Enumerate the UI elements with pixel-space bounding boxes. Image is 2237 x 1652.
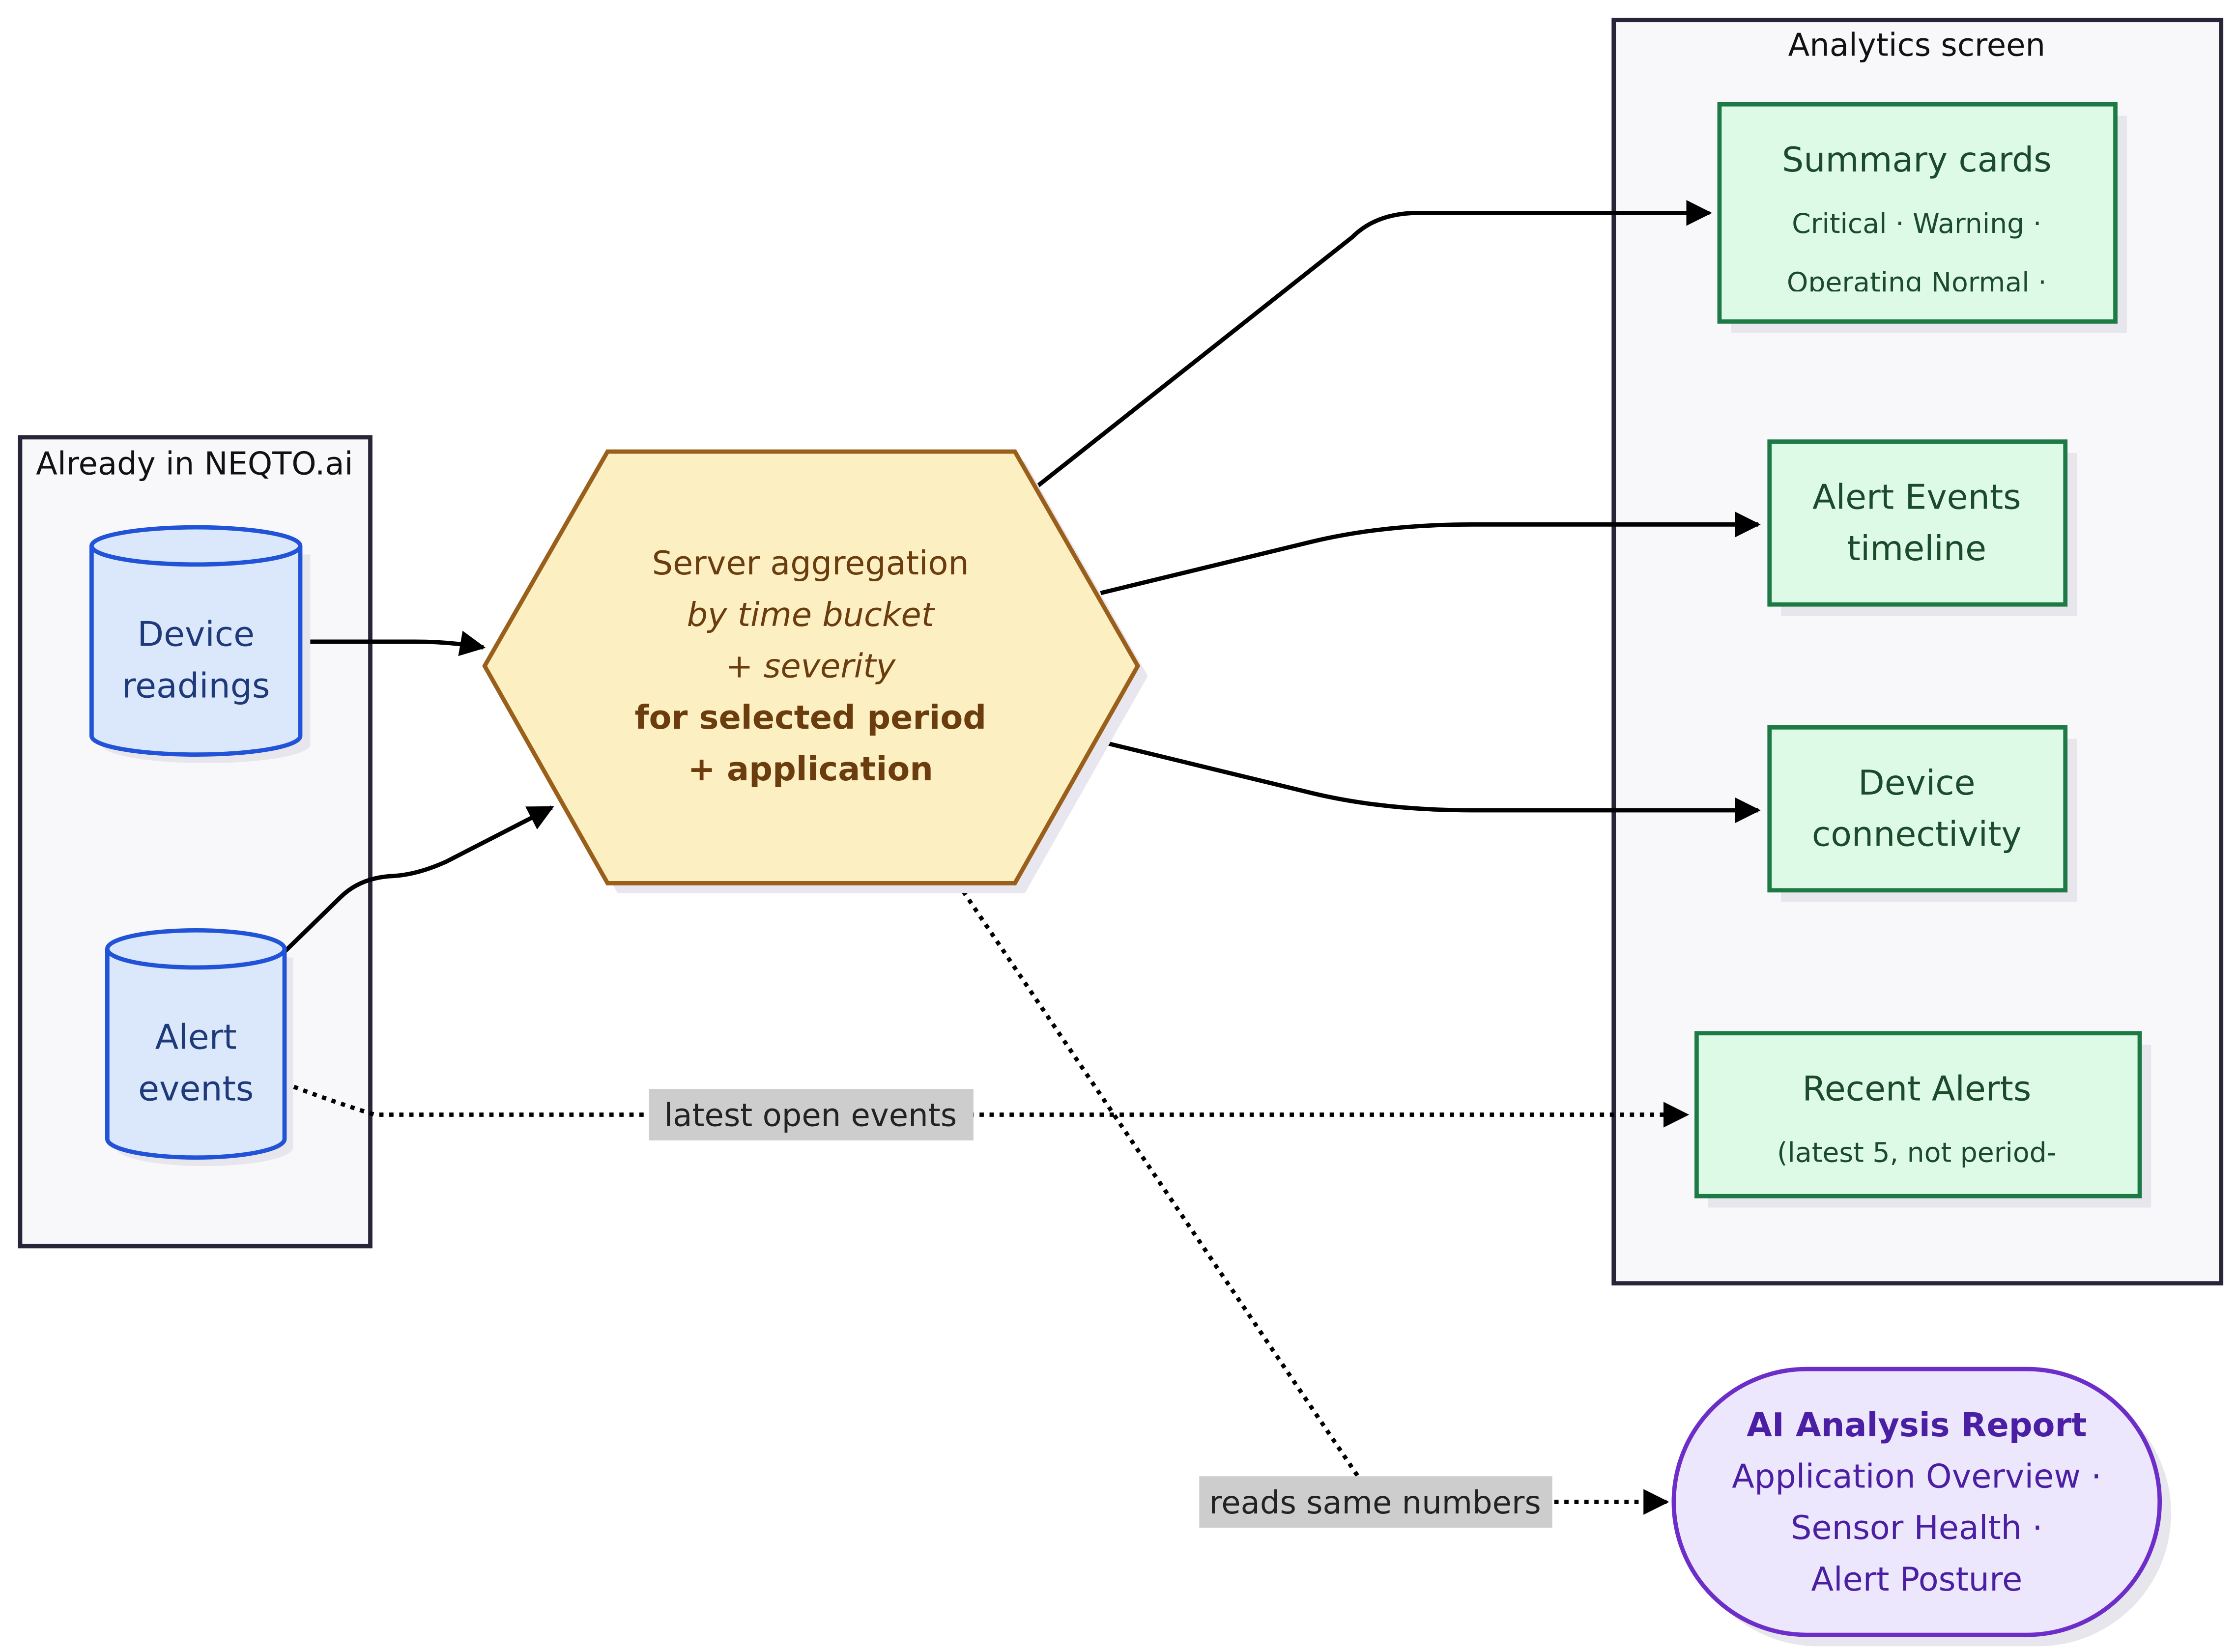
node-alert-events-timeline: Alert Events timeline: [1767, 439, 2077, 616]
ai-report-line3: Sensor Health ·: [1791, 1509, 2043, 1547]
device-readings-line1: Device: [137, 615, 255, 655]
alert-timeline-line2: timeline: [1847, 529, 1986, 569]
edge-aggregation-to-summary: [1036, 200, 1712, 488]
aggregation-line2: by time bucket: [687, 596, 936, 634]
edge-label-reads-same-numbers: reads same numbers: [1199, 1476, 1552, 1528]
node-device-readings: Device readings: [89, 525, 311, 764]
node-ai-analysis-report: AI Analysis Report Application Overview …: [1671, 1367, 2171, 1647]
edge-readings-to-aggregation: [301, 630, 486, 656]
edge-alerts-to-recent: [284, 1081, 1690, 1128]
ai-report-line2: Application Overview ·: [1732, 1457, 2101, 1496]
edge-aggregation-to-ai-report: [956, 882, 1669, 1515]
aggregation-line3: + severity: [725, 647, 896, 685]
summary-cards-line3: Operating Normal ·: [1787, 267, 2047, 298]
summary-cards-title: Summary cards: [1782, 140, 2052, 180]
alert-timeline-line1: Alert Events: [1812, 477, 2021, 517]
device-connectivity-line1: Device: [1858, 763, 1976, 803]
group-label-screen: Analytics screen: [1788, 27, 2045, 63]
aggregation-line1: Server aggregation: [652, 544, 969, 582]
node-device-connectivity: Device connectivity: [1767, 725, 2077, 902]
device-readings-line2: readings: [122, 666, 270, 706]
ai-report-title: AI Analysis Report: [1747, 1406, 2087, 1444]
ai-report-line4: Alert Posture: [1811, 1560, 2022, 1598]
recent-alerts-line2: (latest 5, not period-: [1777, 1137, 2057, 1168]
device-connectivity-line2: connectivity: [1812, 815, 2022, 854]
aggregation-line5: + application: [688, 750, 933, 788]
group-label-source: Already in NEQTO.ai: [36, 446, 353, 483]
node-alert-events: Alert events: [105, 928, 293, 1167]
alert-events-line1: Alert: [155, 1018, 237, 1057]
edge-alerts-to-aggregation: [283, 805, 554, 954]
alert-events-line2: events: [138, 1069, 254, 1109]
edge-label-latest-open-text: latest open events: [664, 1098, 957, 1134]
edge-label-reads-same-text: reads same numbers: [1209, 1485, 1541, 1521]
recent-alerts-title: Recent Alerts: [1802, 1069, 2031, 1109]
node-server-aggregation: Server aggregation by time bucket + seve…: [482, 449, 1148, 893]
edge-label-latest-open-events: latest open events: [649, 1089, 974, 1140]
aggregation-line4: for selected period: [634, 698, 986, 737]
node-summary-cards: Summary cards Critical · Warning · Opera…: [1717, 102, 2127, 333]
node-recent-alerts: Recent Alerts (latest 5, not period-: [1694, 1031, 2151, 1208]
summary-cards-line2: Critical · Warning ·: [1792, 208, 2041, 240]
edge-aggregation-to-timeline: [1100, 512, 1761, 596]
edge-aggregation-to-connectivity: [1100, 740, 1761, 824]
